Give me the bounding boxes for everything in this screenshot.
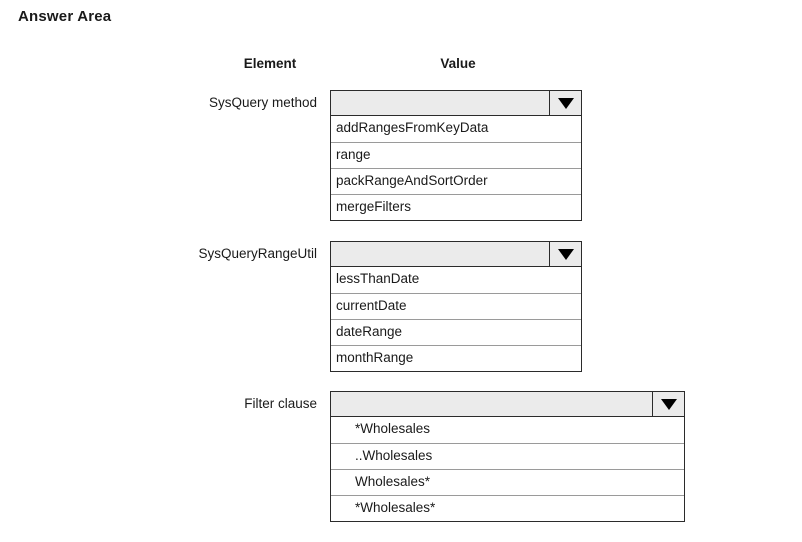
row-label-filter-clause: Filter clause — [244, 396, 317, 411]
list-item[interactable]: lessThanDate — [331, 267, 581, 293]
list-item[interactable]: packRangeAndSortOrder — [331, 168, 581, 194]
combo-group-sysquery-method: addRangesFromKeyData range packRangeAndS… — [330, 90, 582, 221]
page-title: Answer Area — [18, 8, 112, 25]
chevron-down-icon[interactable] — [549, 242, 581, 266]
list-item[interactable]: *Wholesales* — [331, 495, 684, 521]
list-item[interactable]: mergeFilters — [331, 194, 581, 220]
row-label-sysquery-method: SysQuery method — [208, 95, 317, 110]
column-header-value: Value — [440, 56, 476, 71]
list-item[interactable]: ..Wholesales — [331, 443, 684, 469]
list-item[interactable]: *Wholesales — [331, 417, 684, 443]
list-item[interactable]: addRangesFromKeyData — [331, 116, 581, 142]
list-item[interactable]: range — [331, 142, 581, 168]
list-item[interactable]: monthRange — [331, 345, 581, 371]
combobox-value-sysquery-method — [331, 91, 549, 115]
list-item[interactable]: Wholesales* — [331, 469, 684, 495]
combobox-sysqueryrangeutil[interactable] — [330, 241, 582, 267]
caret-glyph — [557, 97, 574, 109]
list-item[interactable]: dateRange — [331, 319, 581, 345]
list-item[interactable]: currentDate — [331, 293, 581, 319]
row-label-sysqueryrangeutil: SysQueryRangeUtil — [198, 246, 317, 261]
combobox-sysquery-method[interactable] — [330, 90, 582, 116]
combo-list-sysquery-method: addRangesFromKeyData range packRangeAndS… — [330, 116, 582, 221]
combo-group-sysqueryrangeutil: lessThanDate currentDate dateRange month… — [330, 241, 582, 372]
combo-group-filter-clause: *Wholesales ..Wholesales Wholesales* *Wh… — [330, 391, 685, 522]
column-header-element: Element — [243, 56, 297, 71]
caret-glyph — [660, 398, 677, 410]
chevron-down-icon[interactable] — [549, 91, 581, 115]
caret-glyph — [557, 248, 574, 260]
combobox-value-filter-clause — [331, 392, 652, 416]
combo-list-filter-clause: *Wholesales ..Wholesales Wholesales* *Wh… — [330, 417, 685, 522]
combo-list-sysqueryrangeutil: lessThanDate currentDate dateRange month… — [330, 267, 582, 372]
combobox-filter-clause[interactable] — [330, 391, 685, 417]
combobox-value-sysqueryrangeutil — [331, 242, 549, 266]
chevron-down-icon[interactable] — [652, 392, 684, 416]
